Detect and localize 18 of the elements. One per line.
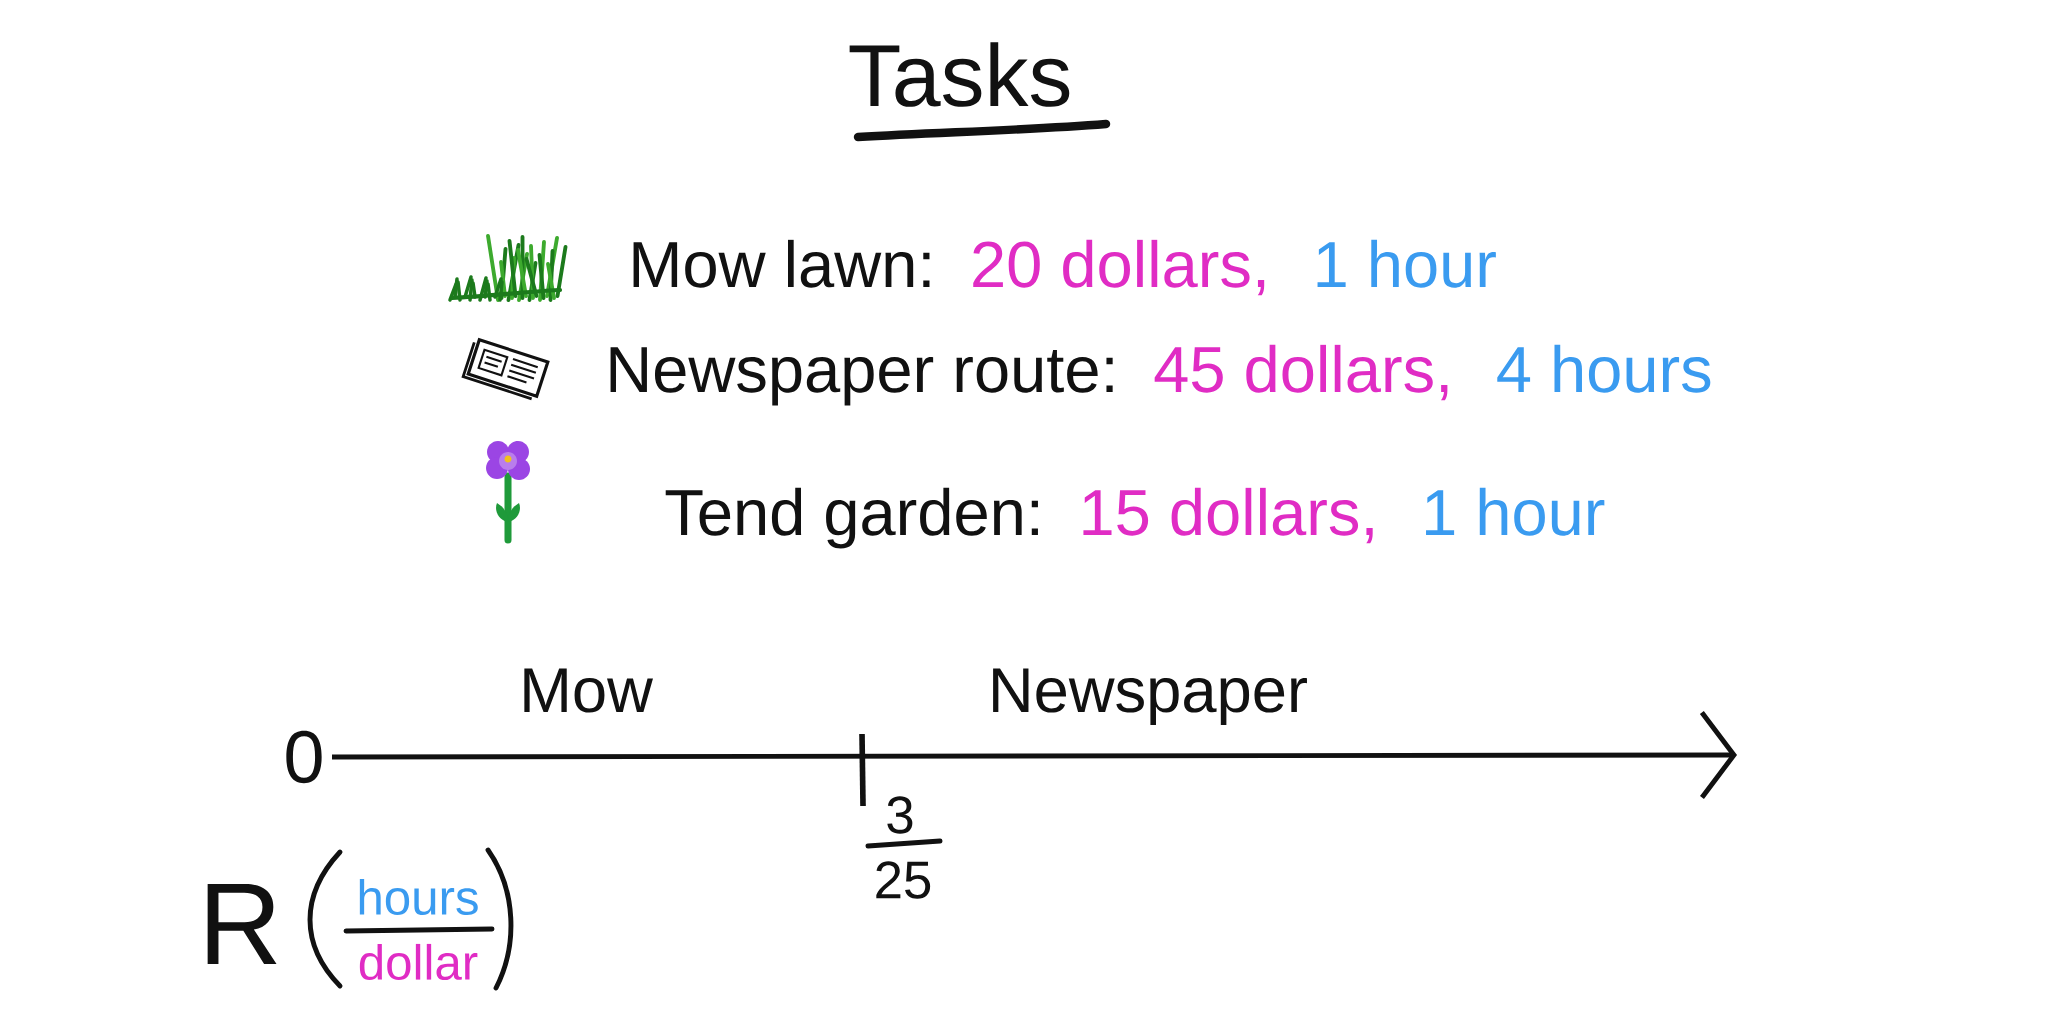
unit-label: hours [359, 878, 478, 916]
region-label: Mow [524, 668, 653, 713]
pay-amount: 20 dollars, [973, 239, 1265, 296]
time-amount: 4 hours [1497, 344, 1711, 393]
task-label: Tend garden: [665, 487, 1038, 549]
title: Tasks [849, 42, 1070, 107]
time-amount: 1 hour [1426, 487, 1605, 536]
tick-label: 3 [887, 796, 913, 834]
time-amount: 1 hour [1317, 239, 1496, 288]
task-label: Mow lawn: [633, 239, 930, 288]
variable-label: R [207, 884, 277, 964]
unit-label: dollar [359, 943, 478, 981]
pay-amount: 15 dollars, [1083, 487, 1373, 544]
pay-amount: 45 dollars, [1154, 344, 1448, 401]
tick-label: 25 [876, 861, 931, 899]
origin-label: 0 [286, 730, 322, 784]
task-label: Newspaper route: [610, 347, 1113, 406]
region-label: Newspaper [993, 668, 1307, 726]
